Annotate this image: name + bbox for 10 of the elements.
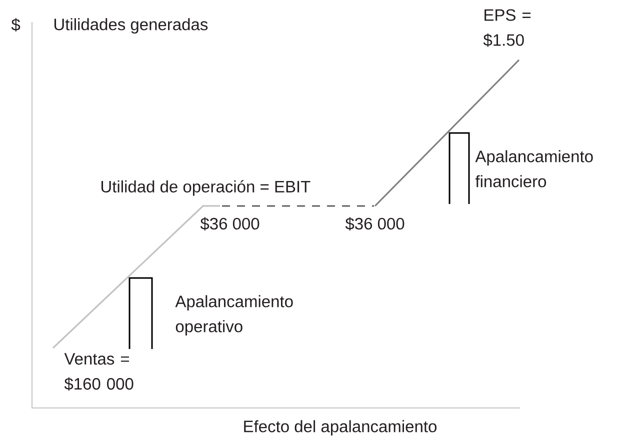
- point-label: EPS = $1.50: [483, 9, 531, 47]
- bracket-label: Apalancamiento operativo: [175, 295, 293, 336]
- value-label: $36 000: [200, 217, 260, 231]
- axis-label: Efecto del apalancamiento: [244, 420, 436, 436]
- value-label: $36 000: [345, 217, 404, 231]
- axis-label: $: [11, 18, 20, 32]
- axis-label: Utilidades generadas: [54, 18, 208, 34]
- bracket-label: Apalancamiento financiero: [475, 150, 593, 188]
- segment-label: Utilidad de operación = EBIT: [101, 180, 310, 196]
- point-label: Ventas = $160 000: [64, 353, 134, 391]
